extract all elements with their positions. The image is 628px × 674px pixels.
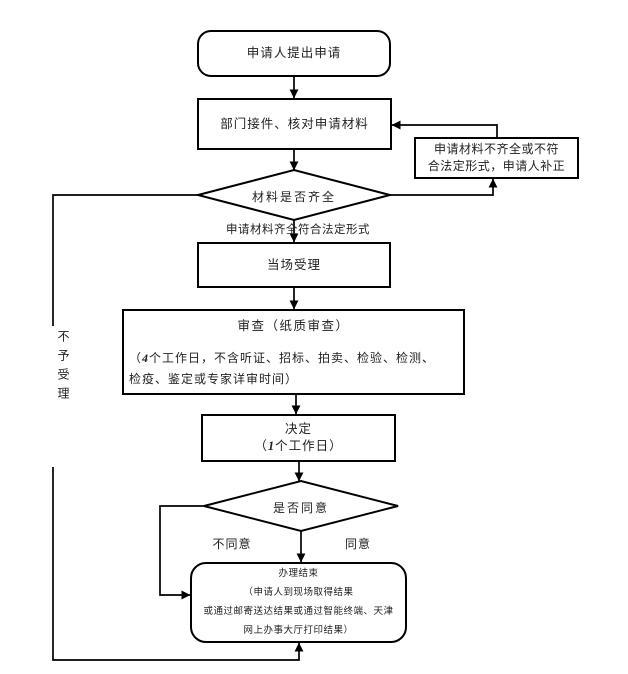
- agree-check-label: 是否同意: [272, 501, 329, 515]
- accept-node-label: 当场受理: [266, 257, 321, 272]
- finish-line1: 办理结束: [278, 568, 319, 579]
- not-accepted-edge-label: 不予受理: [56, 330, 70, 406]
- finish-line2: （申请人到现场取得结果: [243, 587, 354, 598]
- review-node: 审查（纸质审查） （4个工作日，不含听证、招标、拍卖、检验、检测、 检疫、鉴定或…: [122, 309, 465, 395]
- decide-days-number: 1: [267, 439, 276, 453]
- receive-node: 部门接件、核对申请材料: [197, 98, 392, 150]
- edge-check-supplement: [390, 178, 498, 196]
- review-title: 审查（纸质审查）: [237, 319, 350, 333]
- qualified-edge-label: 申请材料齐全符合法定形式: [226, 224, 370, 236]
- disagree-edge-label: 不同意: [212, 537, 252, 551]
- edge-reject-upper: [52, 194, 198, 326]
- finish-node: 办理结束 （申请人到现场取得结果 或通过邮寄送达结果或通过智能终端、天津 网上办…: [190, 562, 407, 643]
- review-days-number: 4: [142, 351, 150, 365]
- decide-note-rest: 个工作日）: [275, 439, 343, 453]
- start-node-label: 申请人提出申请: [246, 46, 342, 60]
- decide-title: 决定: [284, 422, 312, 436]
- decide-note-open: （: [254, 439, 268, 453]
- supplement-node: 申请材料不齐全或不符 合法定形式，申请人补正: [414, 137, 579, 179]
- review-note: （4个工作日，不含听证、招标、拍卖、检验、检测、 检疫、鉴定或专家详审时间）: [129, 348, 458, 390]
- supplement-line2: 合法定形式，申请人补正: [427, 159, 566, 173]
- accept-node: 当场受理: [197, 242, 391, 288]
- review-note-line1: 个工作日，不含听证、招标、拍卖、检验、检测、: [149, 351, 436, 365]
- review-note-open: （: [129, 351, 143, 365]
- supplement-line1: 申请材料不齐全或不符: [433, 142, 559, 156]
- start-node: 申请人提出申请: [197, 30, 391, 77]
- materials-check-label: 材料是否齐全: [251, 190, 336, 204]
- review-note-line2: 检疫、鉴定或专家详审时间）: [129, 372, 299, 386]
- decide-node: 决定 （1个工作日）: [201, 414, 396, 462]
- receive-node-label: 部门接件、核对申请材料: [220, 116, 369, 131]
- finish-line4: 网上办事大厅打印结果）: [243, 625, 354, 636]
- agree-edge-label: 同意: [344, 537, 371, 551]
- decide-note: （1个工作日）: [254, 438, 342, 455]
- finish-line3: 或通过邮寄送达结果或通过智能终端、天津: [203, 606, 394, 617]
- edge-supplement-receive: [391, 120, 498, 137]
